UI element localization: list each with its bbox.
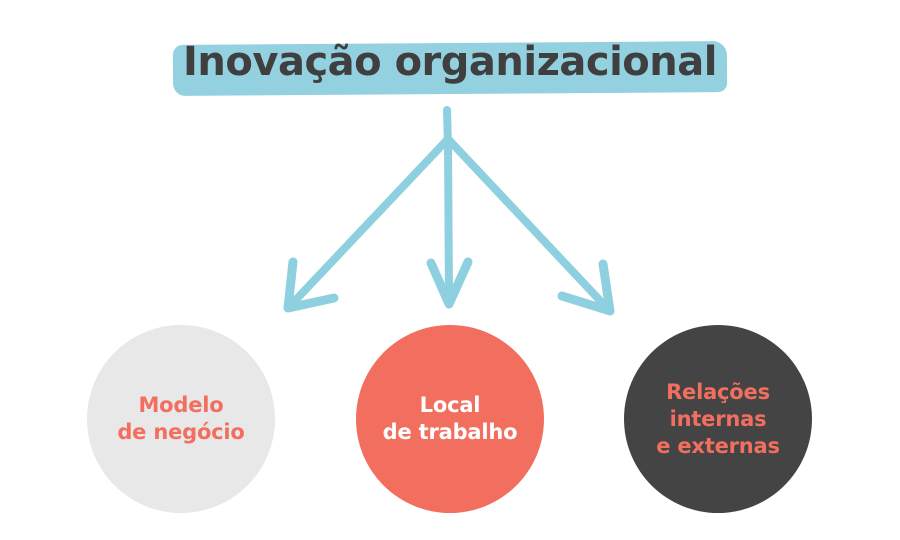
node-modelo-de-negocio: Modelo de negócio [87, 325, 275, 513]
arrow-right-head [557, 259, 615, 316]
node-label: Relações internas e externas [656, 379, 780, 458]
arrow-left-head [283, 257, 339, 313]
node-label: Modelo de negócio [117, 393, 245, 444]
arrow-middle-shaft [444, 136, 453, 307]
arrow-middle-head [426, 257, 473, 309]
node-label: Local de trabalho [382, 393, 518, 444]
arrow-right-shaft [445, 136, 612, 313]
title-area: Inovação organizacional [0, 36, 900, 94]
diagram-title: Inovação organizacional [169, 36, 731, 94]
node-relacoes-internas-e-externas: Relações internas e externas [624, 325, 812, 513]
arrow-left-shaft [286, 136, 451, 310]
node-local-de-trabalho: Local de trabalho [356, 325, 544, 513]
